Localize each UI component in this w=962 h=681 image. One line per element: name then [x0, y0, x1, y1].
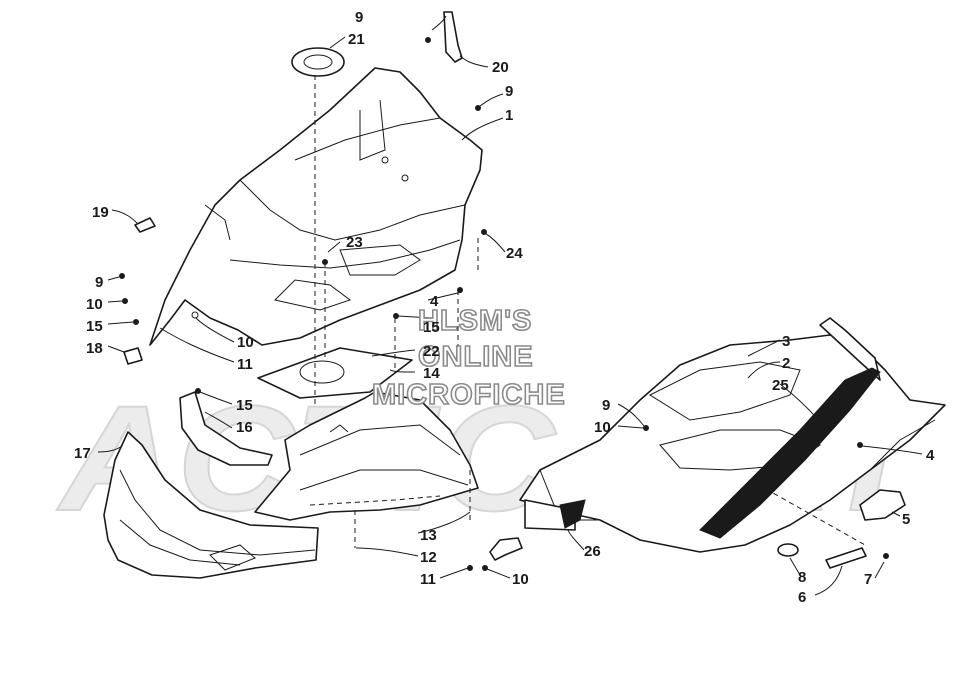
callout-9: 9: [602, 397, 610, 414]
callout-numbers: 9 21 20 9 1 19 23 24 9 10 15 18 10 11 4 …: [74, 9, 935, 606]
front-bumper-part: [103, 431, 319, 579]
callout-24: 24: [506, 245, 523, 262]
mount-bracket-part: [489, 537, 523, 561]
assembly-axis-lines: [314, 75, 866, 548]
callout-4: 4: [926, 447, 935, 464]
watermark-line-3: MICROFICHE: [372, 379, 566, 411]
callout-13: 13: [420, 527, 437, 544]
watermark-line-1: HLSM'S: [418, 305, 532, 337]
callout-10: 10: [86, 296, 103, 313]
mounting-plate-part: [257, 347, 413, 399]
callout-11: 11: [237, 356, 253, 373]
leader-lines: [97, 15, 923, 596]
fasteners: [119, 37, 889, 571]
retainer-part: [123, 347, 143, 365]
callout-8: 8: [798, 569, 806, 586]
callout-9: 9: [95, 274, 103, 291]
callout-17: 17: [74, 445, 91, 462]
belly-pan-part: [254, 391, 479, 521]
callout-16: 16: [236, 419, 253, 436]
callout-7: 7: [864, 571, 872, 588]
callout-3: 3: [782, 333, 790, 350]
callout-11: 11: [420, 571, 436, 588]
callout-12: 12: [420, 549, 437, 566]
upper-shroud-part: [149, 67, 483, 346]
callout-15: 15: [423, 319, 440, 336]
bracket-part: [443, 11, 463, 63]
callout-21: 21: [348, 31, 365, 48]
callout-20: 20: [492, 59, 509, 76]
callout-18: 18: [86, 340, 103, 357]
callout-23: 23: [346, 234, 363, 251]
callout-1: 1: [505, 107, 513, 124]
callout-22: 22: [423, 343, 440, 360]
plug-part: [777, 543, 799, 557]
callout-5: 5: [902, 511, 910, 528]
callout-9: 9: [505, 83, 513, 100]
callout-26: 26: [584, 543, 601, 560]
callout-25: 25: [772, 377, 789, 394]
reflector-plate-part: [825, 547, 867, 569]
cap-part: [859, 489, 906, 521]
clip-part: [134, 217, 156, 233]
guard-bracket-part: [179, 391, 273, 466]
callout-15: 15: [86, 318, 103, 335]
callout-10: 10: [594, 419, 611, 436]
callout-15: 15: [236, 397, 253, 414]
callout-14: 14: [423, 365, 440, 382]
callout-4: 4: [430, 293, 439, 310]
callout-10: 10: [512, 571, 529, 588]
ring-gasket-part: [291, 47, 345, 77]
callout-9: 9: [355, 9, 363, 26]
microfiche-watermark: HLSM'S ONLINE MICROFICHE: [371, 304, 566, 412]
watermark-line-2: ONLINE: [418, 341, 534, 373]
callout-19: 19: [92, 204, 109, 221]
callout-10: 10: [237, 334, 254, 351]
callout-6: 6: [798, 589, 806, 606]
side-panel-assembly-part: [519, 317, 946, 553]
callout-2: 2: [782, 355, 790, 372]
